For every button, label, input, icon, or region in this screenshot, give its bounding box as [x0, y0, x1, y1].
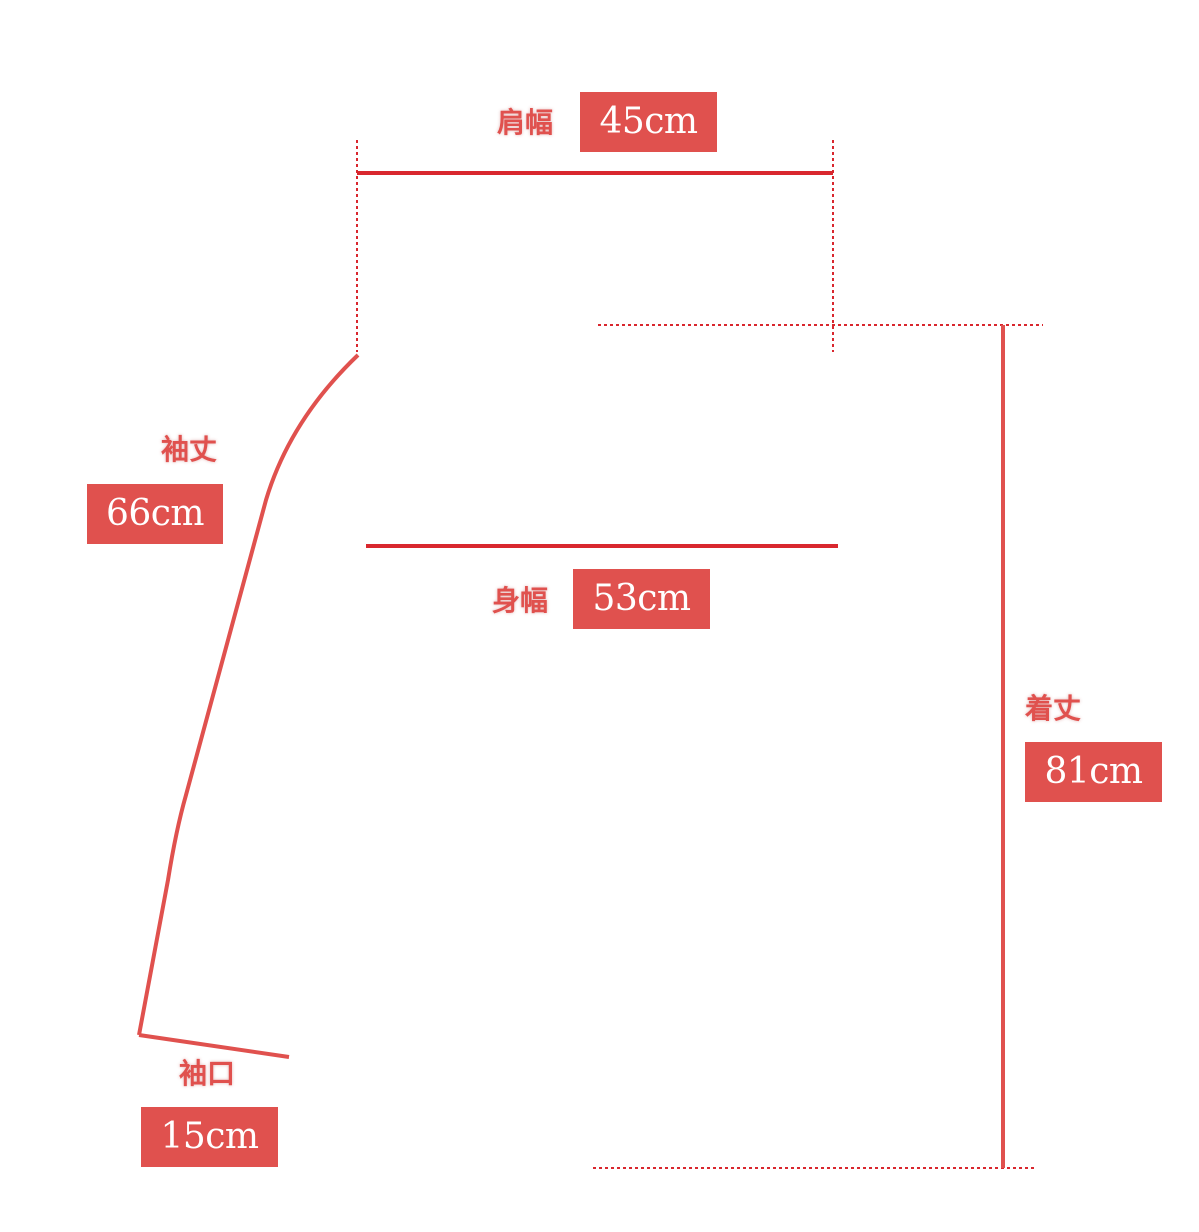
- shoulder-width-value: 45cm: [580, 92, 717, 152]
- cuff-label: 袖口: [179, 1057, 236, 1090]
- body-width-label: 身幅: [492, 584, 549, 617]
- body-width-value: 53cm: [573, 569, 710, 629]
- shoulder-width-label: 肩幅: [497, 106, 554, 139]
- cuff-line: [138, 1033, 290, 1059]
- sleeve-length-line: [137, 353, 360, 1036]
- total-length-label: 着丈: [1025, 692, 1082, 725]
- cuff-value: 15cm: [141, 1107, 278, 1167]
- sleeve-length-label: 袖丈: [161, 433, 218, 466]
- total-length-value: 81cm: [1025, 742, 1162, 802]
- sleeve-length-value: 66cm: [87, 484, 223, 544]
